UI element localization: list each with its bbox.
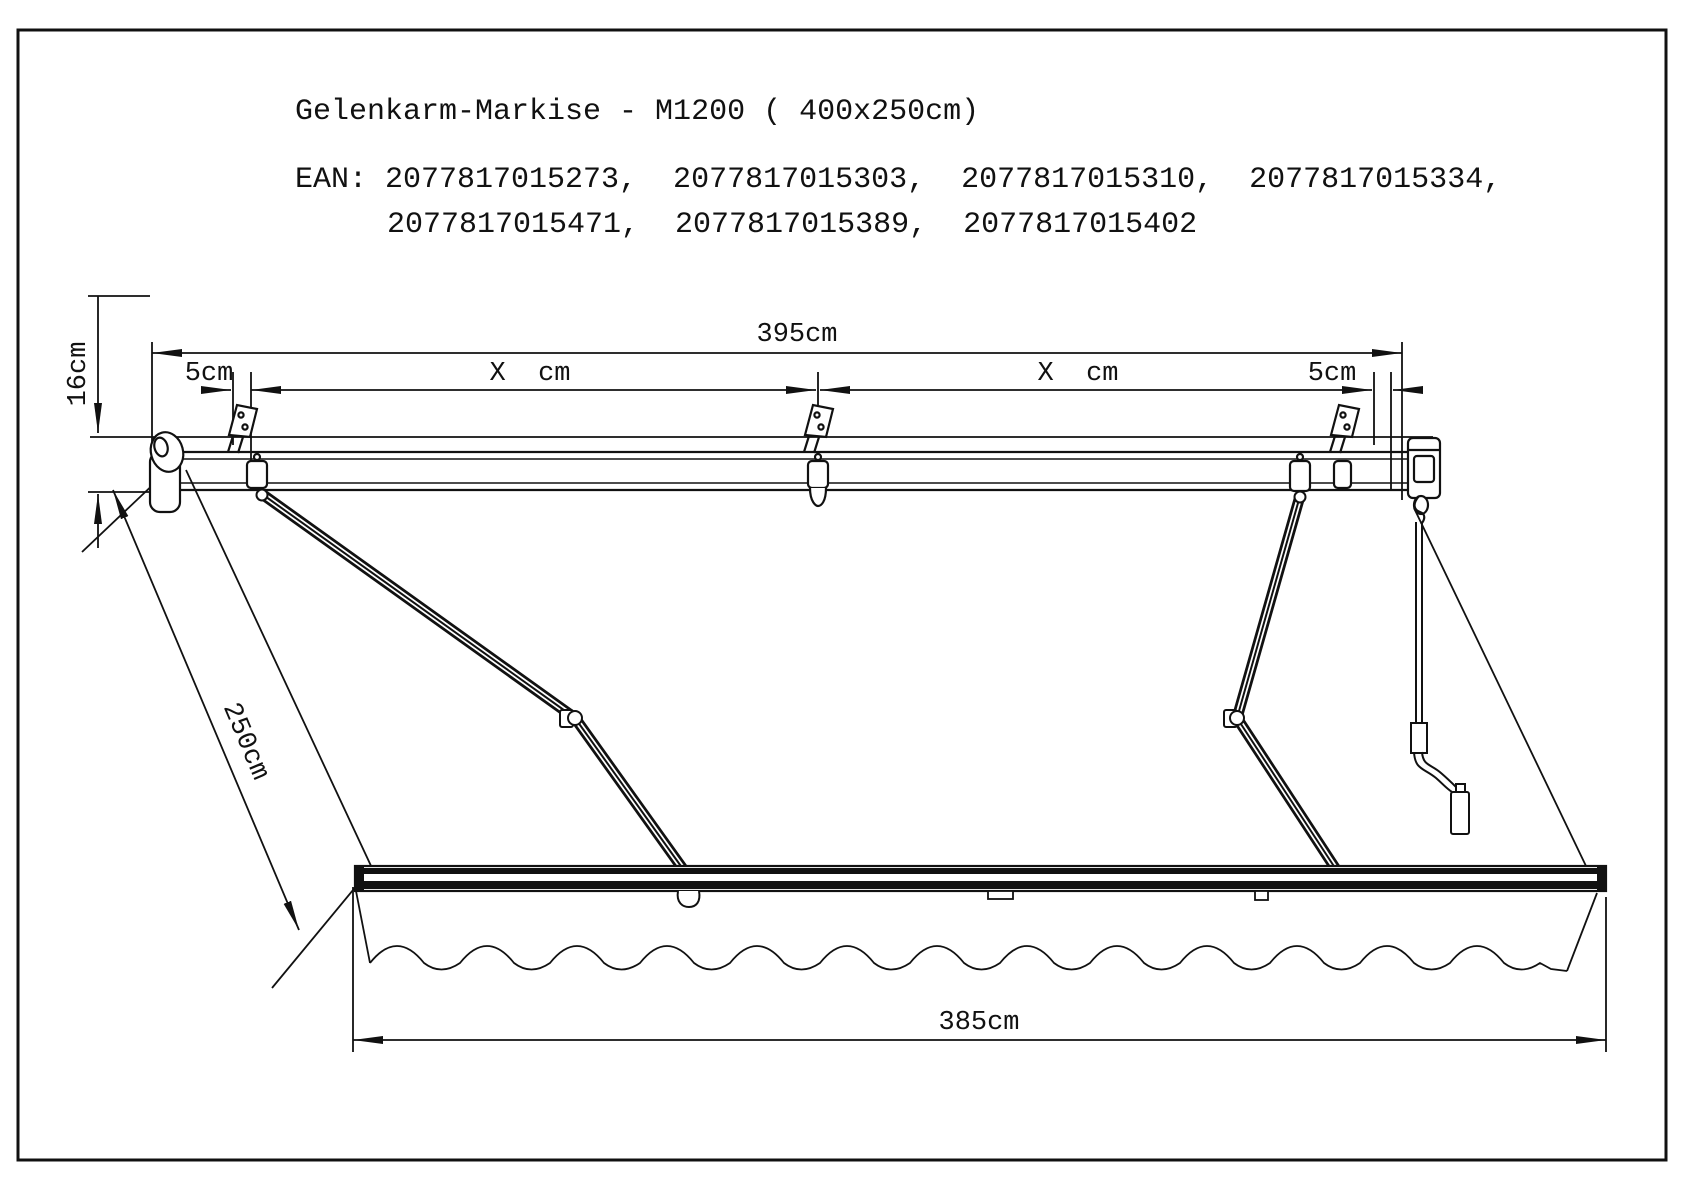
dim-label-left-offset: 5cm bbox=[184, 359, 234, 390]
gearbox bbox=[1406, 436, 1442, 525]
dim-label-front-bar-width: 385cm bbox=[938, 1008, 1020, 1039]
front-bar-hook-left bbox=[676, 890, 701, 909]
dim-label-left-spacing: X cm bbox=[489, 359, 571, 390]
dim-label-right-offset: 5cm bbox=[1307, 359, 1357, 390]
dim-label-cassette-height: 16cm bbox=[64, 341, 95, 407]
drawing-border bbox=[16, 28, 1668, 1162]
ean-line-2: 2077817015471, 2077817015389, 2077817015… bbox=[387, 208, 1198, 242]
dimension-lines bbox=[81, 295, 1607, 1052]
page-title: Gelenkarm-Markise - M1200 ( 400x250cm) bbox=[295, 95, 980, 129]
fabric-right-edge bbox=[1413, 507, 1587, 867]
wall-bracket-right bbox=[1328, 403, 1361, 454]
tube-clamps bbox=[245, 452, 1353, 508]
crank-handle bbox=[1410, 522, 1470, 835]
left-end-cap bbox=[148, 431, 185, 514]
fabric-left-edge bbox=[185, 469, 373, 869]
right-arm bbox=[1223, 490, 1346, 881]
valance bbox=[355, 890, 1598, 972]
dim-250cm bbox=[81, 477, 359, 989]
ean-line-1: EAN: 2077817015273, 2077817015303, 20778… bbox=[295, 163, 1502, 197]
dim-395cm bbox=[151, 342, 1403, 500]
dim-label-total-width: 395cm bbox=[756, 320, 838, 351]
front-bar bbox=[353, 864, 1608, 893]
dim-385cm bbox=[352, 887, 1607, 1052]
dim-label-right-spacing: X cm bbox=[1037, 359, 1119, 390]
wall-bracket-middle bbox=[802, 403, 835, 454]
roller-tube bbox=[180, 450, 1408, 492]
left-arm bbox=[255, 488, 693, 880]
dim-16cm bbox=[88, 295, 150, 548]
awning-body bbox=[148, 403, 1608, 972]
wall-bracket-left bbox=[226, 403, 259, 454]
front-bar-clip-right bbox=[1254, 890, 1269, 901]
front-bar-clip-middle bbox=[987, 890, 1014, 900]
